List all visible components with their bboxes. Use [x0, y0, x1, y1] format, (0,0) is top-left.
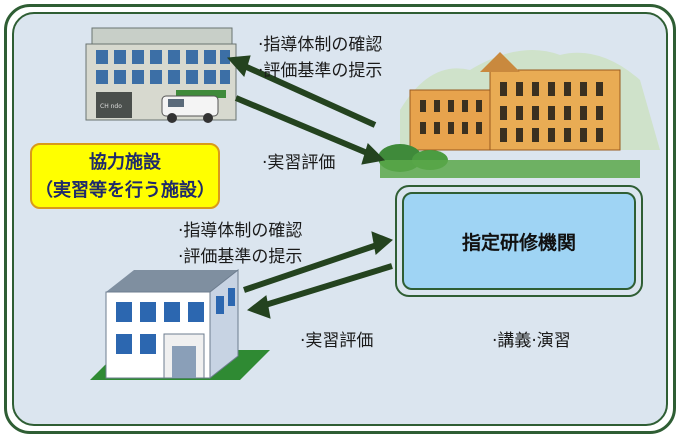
- arrow-to-cooperating-facility-bottom: [246, 263, 393, 319]
- cooperating-facility-subtitle: （実習等を行う施設）: [35, 180, 215, 201]
- designated-institution-box: 指定研修機関: [395, 185, 643, 297]
- hospital-building-icon: CH ndo: [85, 27, 237, 121]
- top-label-evaluation-criteria: ·評価基準の提示: [258, 61, 383, 81]
- hospital-sign: CH ndo: [100, 103, 122, 110]
- university-building-icon: [378, 50, 660, 178]
- arrow-to-institution-bottom: [243, 231, 393, 293]
- facility-building-icon: [90, 268, 270, 380]
- arrow-to-cooperating-facility-top: [226, 55, 377, 128]
- cooperating-facility-title: 協力施設: [89, 152, 161, 173]
- ambulance-icon: [161, 95, 219, 123]
- lecture-exercise-label: ·講義·演習: [492, 331, 571, 351]
- top-label-guidance-system: ·指導体制の確認: [258, 35, 383, 55]
- top-label-practical-evaluation: ·実習評価: [262, 153, 336, 173]
- arrow-to-institution-top: [234, 95, 386, 165]
- bottom-label-practical-evaluation: ·実習評価: [300, 331, 374, 351]
- cooperating-facility-box: 協力施設 （実習等を行う施設）: [30, 143, 220, 209]
- bottom-label-evaluation-criteria: ·評価基準の提示: [178, 247, 303, 267]
- bottom-label-guidance-system: ·指導体制の確認: [178, 221, 303, 241]
- designated-institution-label: 指定研修機関: [402, 192, 636, 290]
